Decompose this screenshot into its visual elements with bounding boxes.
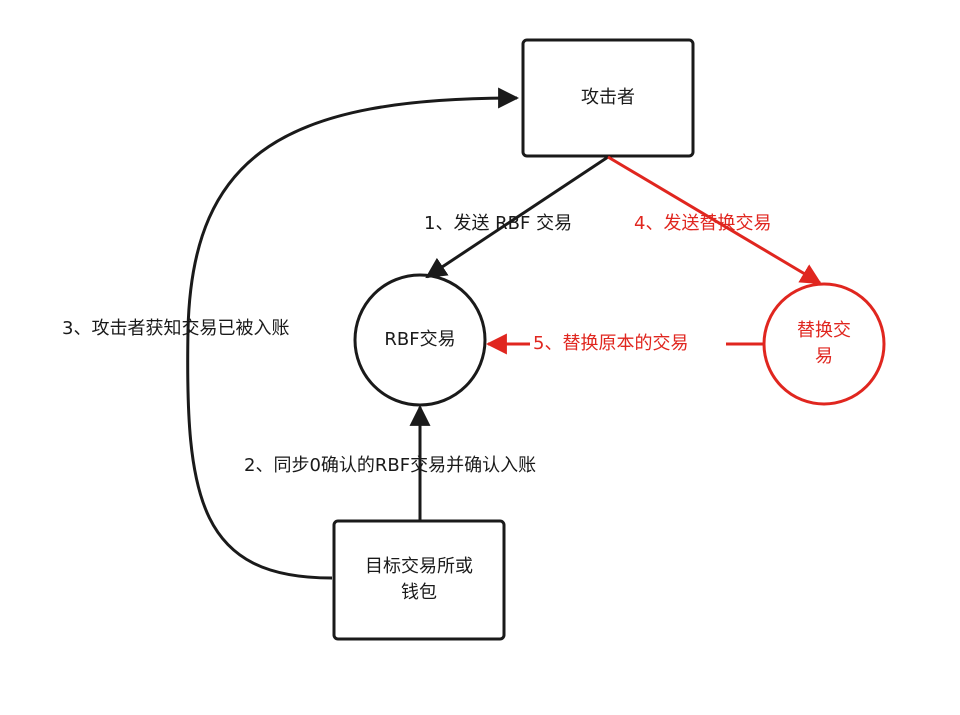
step4-label: 4、发送替换交易 bbox=[634, 213, 772, 234]
edge-attacker-informed bbox=[186, 87, 520, 580]
target-exchange-label: 目标交易所或 钱包 bbox=[334, 554, 504, 606]
edge-send-rbf bbox=[425, 155, 609, 279]
attacker-label: 攻击者 bbox=[581, 87, 635, 108]
edge-send-replacement bbox=[607, 155, 822, 285]
target-exchange-label-line1: 目标交易所或 bbox=[365, 556, 473, 577]
target-exchange-label-line2: 钱包 bbox=[401, 582, 437, 603]
target-exchange-box bbox=[332, 519, 506, 641]
attacker-box bbox=[521, 38, 695, 158]
replacement-tx-label: 替换交 易 bbox=[764, 318, 884, 370]
step2-label: 2、同步0确认的RBF交易并确认入账 bbox=[244, 455, 537, 476]
rbf-tx-label: RBF交易 bbox=[384, 329, 456, 350]
step3-label: 3、攻击者获知交易已被入账 bbox=[62, 318, 290, 339]
replacement-tx-label-line1: 替换交 bbox=[797, 320, 851, 341]
step5-label: 5、替换原本的交易 bbox=[533, 333, 689, 354]
step1-label: 1、发送 RBF 交易 bbox=[424, 213, 573, 234]
replacement-tx-label-line2: 易 bbox=[815, 346, 833, 367]
